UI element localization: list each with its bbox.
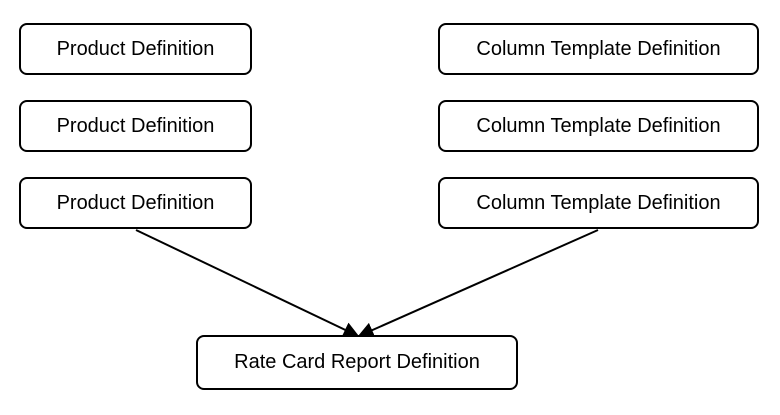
box-label: Product Definition [56, 114, 215, 137]
arrow-column-template-to-rate-card [357, 229, 599, 338]
box-label: Product Definition [56, 37, 215, 60]
box-label: Column Template Definition [476, 114, 721, 137]
rate-card-report-definition-box: Rate Card Report Definition [196, 335, 518, 390]
column-template-definition-box-2: Column Template Definition [438, 100, 759, 152]
product-definition-box-2: Product Definition [19, 100, 252, 152]
product-definition-box-3: Product Definition [19, 177, 252, 229]
arrow-product-to-rate-card [135, 229, 360, 338]
box-label: Column Template Definition [476, 191, 721, 214]
product-definition-box-1: Product Definition [19, 23, 252, 75]
box-label: Column Template Definition [476, 37, 721, 60]
box-label: Rate Card Report Definition [234, 351, 480, 373]
column-template-definition-box-3: Column Template Definition [438, 177, 759, 229]
box-label: Product Definition [56, 191, 215, 214]
column-template-definition-box-1: Column Template Definition [438, 23, 759, 75]
